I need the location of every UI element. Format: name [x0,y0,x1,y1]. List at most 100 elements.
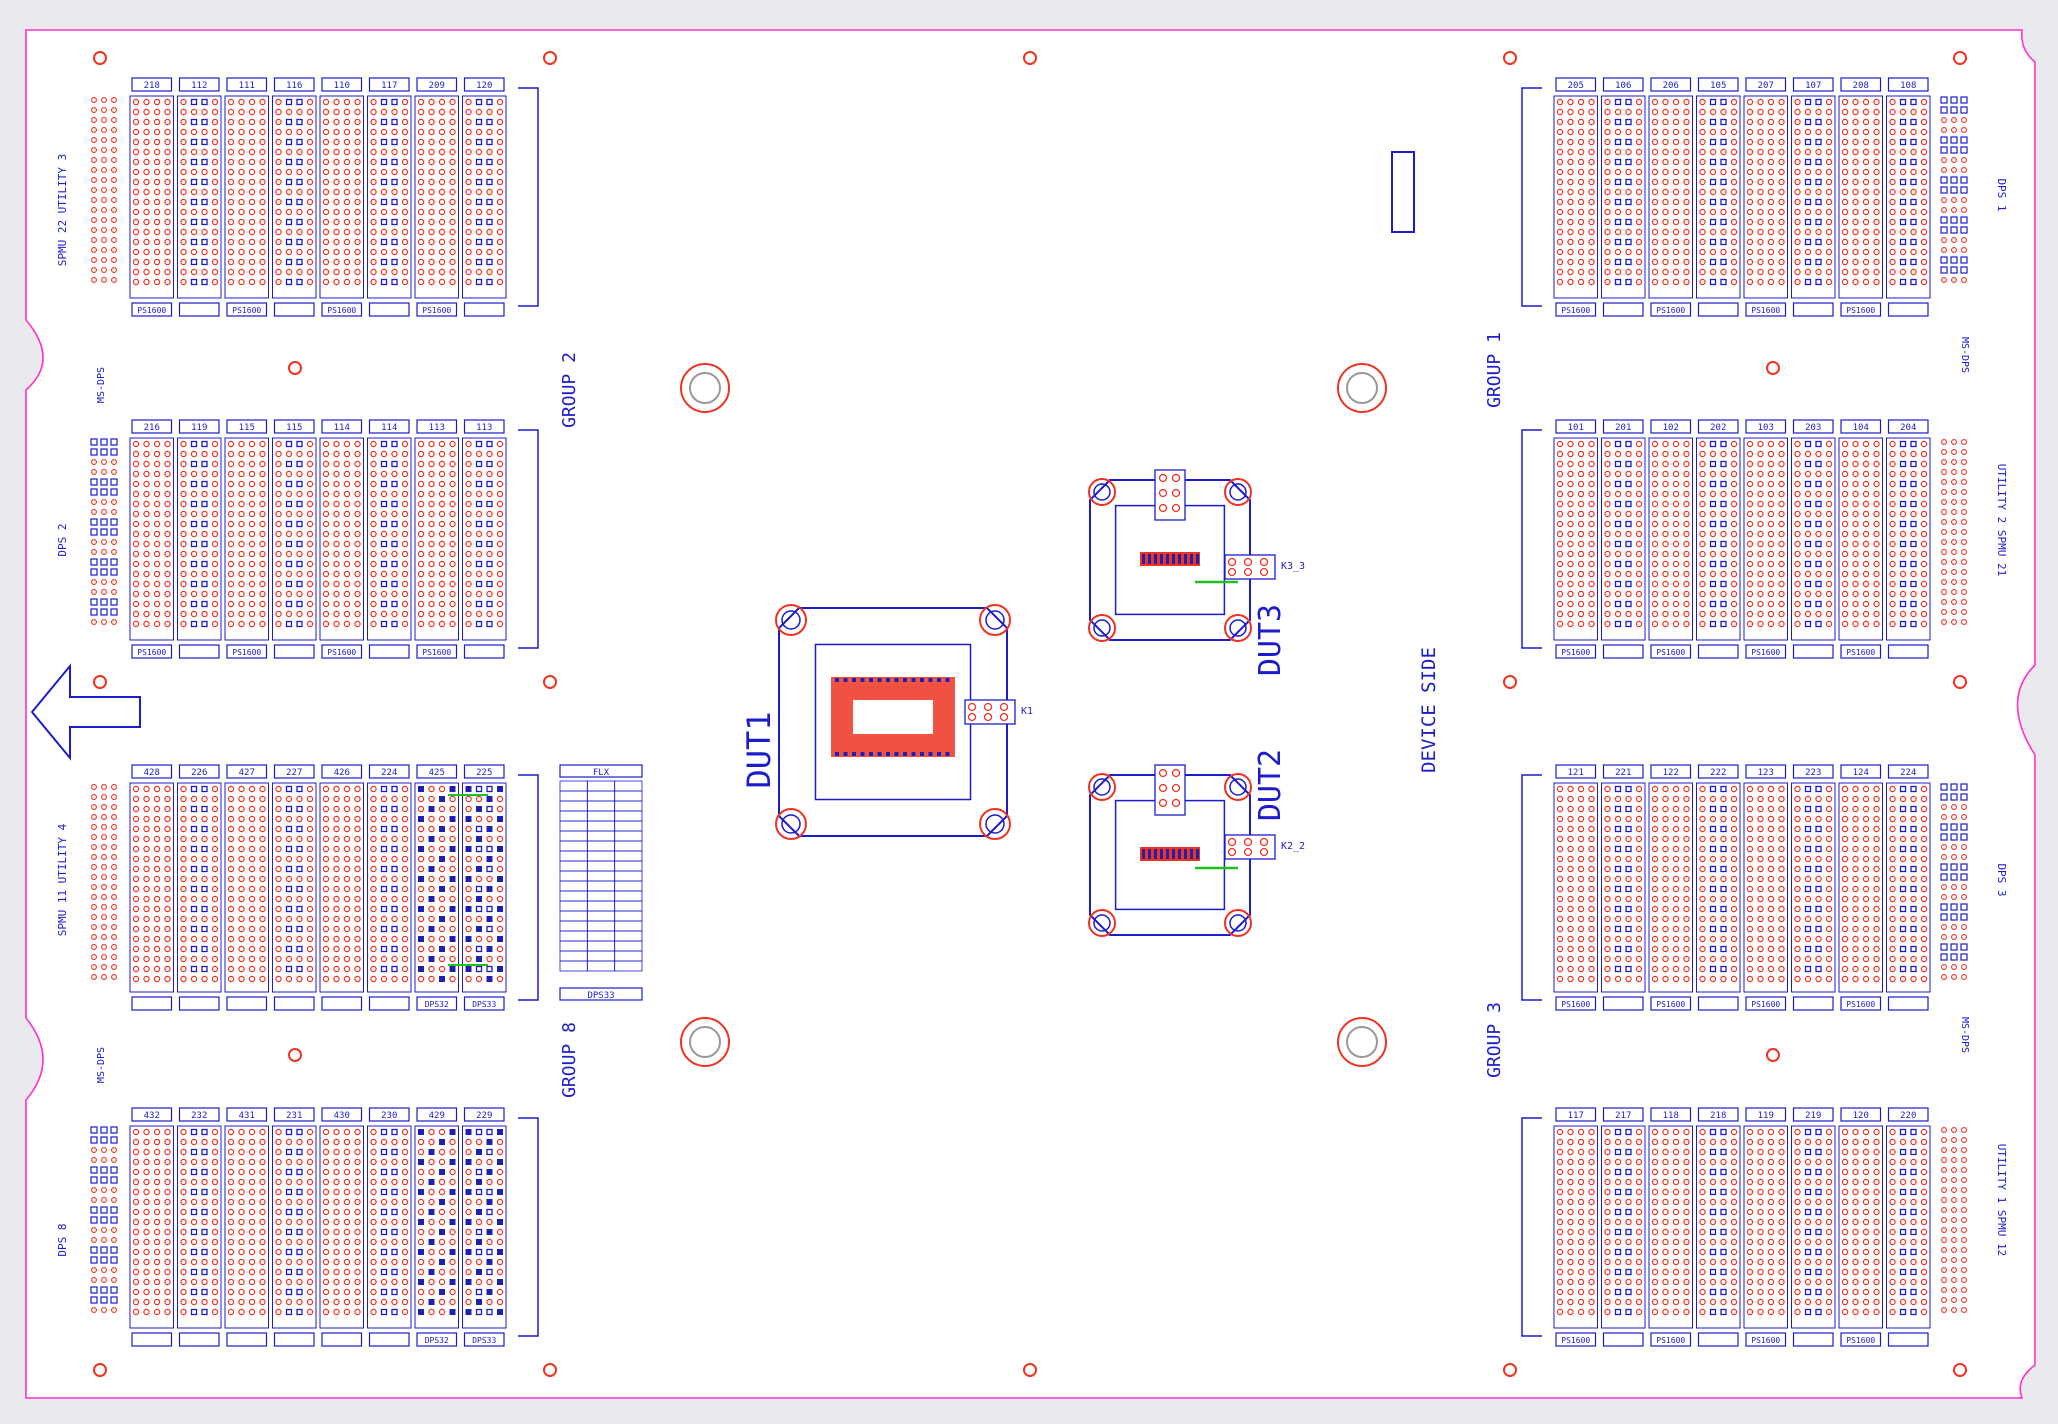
header-label: 204 [1900,423,1916,433]
header-label: 426 [334,768,350,778]
footer-label: PS1600 [1561,1000,1590,1009]
pad [418,1219,424,1225]
pad [487,1169,493,1175]
footer-box [1699,303,1739,316]
footer-label: PS1600 [1846,648,1875,657]
pad [450,936,456,942]
header-label: 209 [429,81,445,91]
pad [418,1129,424,1135]
pad [418,1279,424,1285]
footer-box [322,1333,362,1346]
header-label: 221 [1615,768,1631,778]
footer-label: PS1600 [1656,648,1685,657]
pad [466,1309,472,1315]
footer-label: DPS32 [425,1000,449,1009]
pad [487,1229,493,1235]
header-label: 116 [286,81,302,91]
pad [466,846,472,852]
pad [476,956,482,962]
pad [487,976,493,982]
pad [476,926,482,932]
header-label: 428 [144,768,160,778]
pad [429,1209,435,1215]
header-label: 121 [1568,768,1584,778]
header-label: 218 [144,81,160,91]
pad [429,1239,435,1245]
pad [487,856,493,862]
footer-box [180,1333,220,1346]
pad [497,906,503,912]
pad [450,1309,456,1315]
pad [466,1279,472,1285]
pad [429,1269,435,1275]
header-label: 119 [191,423,207,433]
footer-box [1604,645,1644,658]
header-label: 120 [476,81,492,91]
header-label: 216 [144,423,160,433]
pad [439,976,445,982]
pad [418,1249,424,1255]
pad [429,866,435,872]
pad [439,886,445,892]
footer-label: PS1600 [137,648,166,657]
header-label: 108 [1900,81,1916,91]
header-label: 231 [286,1111,302,1121]
pad [439,856,445,862]
pad [439,826,445,832]
header-label: 203 [1805,423,1821,433]
header-label: 117 [381,81,397,91]
header-label: 205 [1568,81,1584,91]
pad [450,876,456,882]
footer-box [275,1333,315,1346]
header-label: 232 [191,1111,207,1121]
pad [418,846,424,852]
footer-label: PS1600 [327,648,356,657]
pad [450,1159,456,1165]
header-label: 105 [1710,81,1726,91]
header-label: 208 [1853,81,1869,91]
header-label: 103 [1758,423,1774,433]
footer-box [1794,997,1834,1010]
header-label: 425 [429,768,445,778]
header-label: 112 [191,81,207,91]
pad [497,876,503,882]
footer-label: PS1600 [232,648,261,657]
pad [439,946,445,952]
header-label: 124 [1853,768,1869,778]
header-label: 226 [191,768,207,778]
pad [439,916,445,922]
footer-box [322,997,362,1010]
pad [439,1199,445,1205]
pad [487,946,493,952]
pad [497,846,503,852]
pad [497,1309,503,1315]
footer-box [465,303,505,316]
header-label: 101 [1568,423,1584,433]
header-label: 225 [476,768,492,778]
footer-box [1794,303,1834,316]
footer-box [180,303,220,316]
footer-box [275,645,315,658]
footer-label: DPS32 [425,1336,449,1345]
footer-box [370,1333,410,1346]
footer-box [370,997,410,1010]
footer-box [370,645,410,658]
pad [497,786,503,792]
pad [466,966,472,972]
pad [439,1139,445,1145]
pad [466,1159,472,1165]
pad [418,1189,424,1195]
footer-label: DPS33 [472,1336,496,1345]
pad [418,1159,424,1165]
pad [450,966,456,972]
footer-box [1889,645,1929,658]
pad [497,966,503,972]
pad [476,896,482,902]
footer-label: PS1600 [1656,1000,1685,1009]
footer-label: PS1600 [1561,648,1590,657]
footer-box [1604,303,1644,316]
header-label: 102 [1663,423,1679,433]
pad [450,1129,456,1135]
footer-label: PS1600 [1846,1000,1875,1009]
header-label: 115 [286,423,302,433]
